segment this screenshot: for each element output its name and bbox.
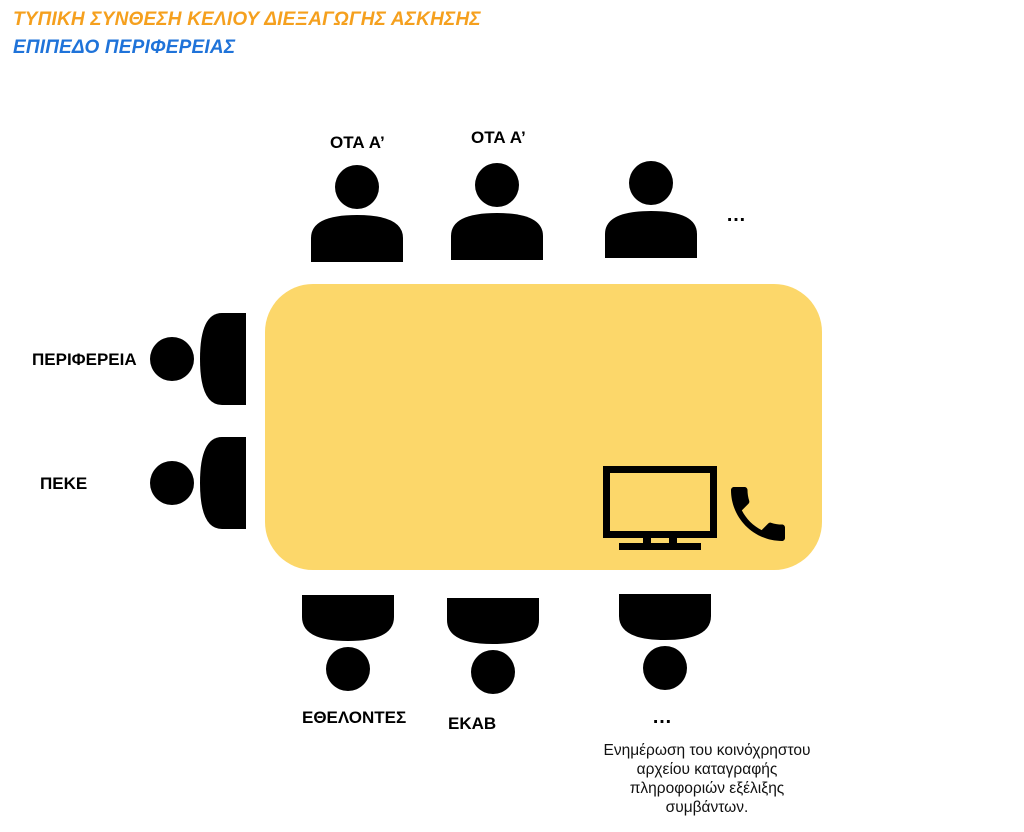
phone-icon: [731, 487, 785, 541]
person-icon: [447, 598, 539, 694]
bottom-seat-more: …: [652, 706, 672, 728]
top-seat-label-1: ΟΤΑ Α’: [330, 133, 385, 152]
monitor-icon: [603, 466, 717, 550]
person-icon: [150, 437, 246, 529]
top-seat-label-2: ΟΤΑ Α’: [471, 128, 526, 147]
diagram-subtitle: ΕΠΙΠΕΔΟ ΠΕΡΙΦΕΡΕΙΑΣ: [13, 37, 236, 58]
person-icon: [451, 163, 543, 260]
person-icon: [302, 595, 394, 691]
note-text: Ενημέρωση του κοινόχρηστου αρχείου καταγ…: [603, 742, 811, 816]
top-seat-more: …: [726, 204, 746, 226]
left-seat-label-1: ΠΕΡΙΦΕΡΕΙΑ: [32, 350, 137, 369]
diagram-title: ΤΥΠΙΚΗ ΣΥΝΘΕΣΗ ΚΕΛΙΟΥ ΔΙΕΞΑΓΩΓΗΣ ΑΣΚΗΣΗΣ: [13, 9, 481, 30]
meeting-table: [265, 284, 822, 570]
person-icon: [150, 313, 246, 405]
person-icon: [311, 165, 403, 262]
bottom-seat-label-1: ΕΘΕΛΟΝΤΕΣ: [302, 708, 407, 727]
left-seat-label-2: ΠΕΚΕ: [40, 474, 88, 493]
bottom-seat-label-2: ΕΚΑΒ: [448, 714, 497, 733]
person-icon: [619, 594, 711, 690]
person-icon: [605, 161, 697, 258]
